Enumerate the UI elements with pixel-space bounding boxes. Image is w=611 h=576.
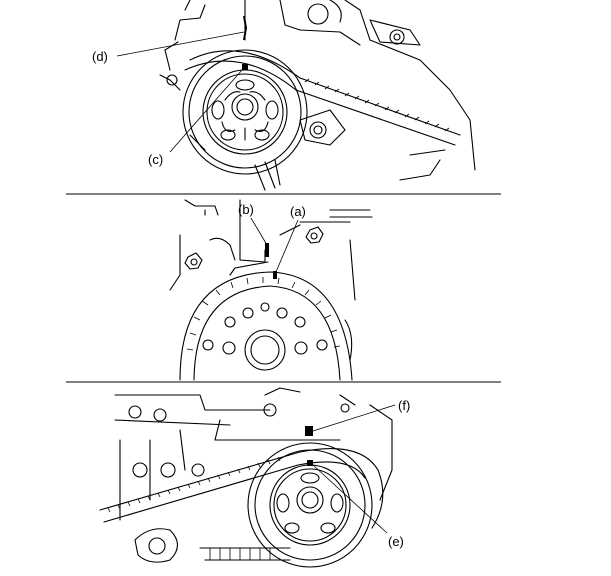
leader-d bbox=[116, 31, 245, 57]
leader-a bbox=[275, 219, 299, 273]
camshaft-sprocket-2 bbox=[179, 261, 353, 381]
label-d: (d) bbox=[92, 49, 108, 64]
label-f: (f) bbox=[398, 398, 410, 413]
panel-top: (d) (c) bbox=[92, 0, 476, 191]
leader-f bbox=[312, 404, 396, 432]
housing-mark-b bbox=[265, 243, 269, 257]
timing-belt-bottom bbox=[99, 448, 384, 561]
label-e: (e) bbox=[388, 534, 404, 549]
housing-mark-d bbox=[243, 15, 248, 41]
sprocket-mark-c bbox=[242, 64, 248, 70]
camshaft-sprocket-3 bbox=[247, 442, 373, 568]
leader-e bbox=[312, 464, 388, 534]
sprocket-mark-e bbox=[307, 460, 313, 466]
panel-bottom: (f) (e) bbox=[99, 387, 410, 568]
housing-mark-f bbox=[305, 426, 313, 436]
leader-c bbox=[169, 69, 243, 153]
timing-belt-top bbox=[184, 50, 461, 191]
camshaft-sprocket-1 bbox=[182, 49, 308, 175]
panel-middle: (b) (a) bbox=[169, 199, 373, 381]
leader-b bbox=[250, 217, 268, 246]
label-c: (c) bbox=[148, 152, 163, 167]
sprocket-mark-a bbox=[273, 271, 277, 279]
label-b: (b) bbox=[238, 202, 254, 217]
label-a: (a) bbox=[290, 204, 306, 219]
